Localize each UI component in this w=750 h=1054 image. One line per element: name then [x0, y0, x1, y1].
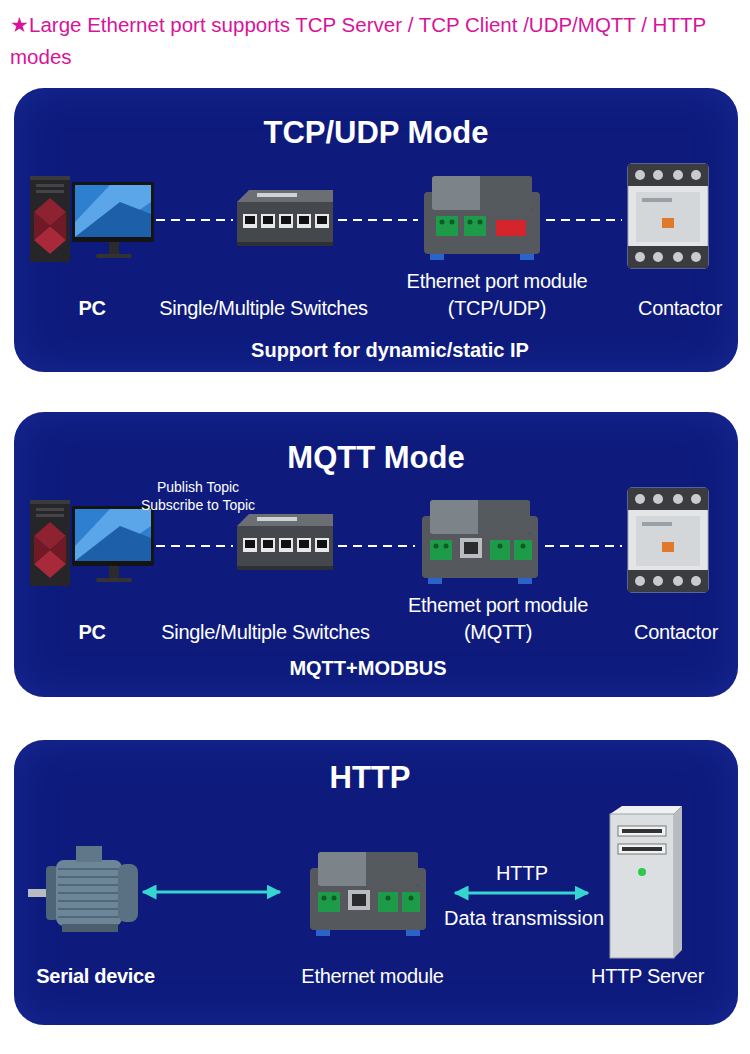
- device-node: Single/Multiple Switches: [233, 162, 338, 322]
- pc-icon: [28, 162, 156, 272]
- device-caption: Contactor: [634, 619, 718, 646]
- module-icon: [416, 486, 544, 596]
- server-icon: [588, 800, 703, 960]
- device-caption: Ethemet port module (MQTT): [391, 592, 606, 646]
- motor-icon: [28, 800, 143, 960]
- edge-label: HTTP: [452, 860, 592, 886]
- panel-heading: TCP/UDP Mode: [126, 115, 626, 151]
- page-title: ★Large Ethernet port supports TCP Server…: [10, 9, 740, 73]
- device-node: Ethemet port module (MQTT): [415, 486, 545, 646]
- panel: TCP/UDP ModeSupport for dynamic/static I…: [14, 88, 738, 372]
- edge-label: Publish Topic Subscribe to Topic: [132, 478, 264, 514]
- device-caption: Single/Multiple Switches: [159, 295, 367, 322]
- panel-heading: MQTT Mode: [126, 440, 626, 476]
- panel: HTTPSerial deviceEthernet moduleHTTP Ser…: [14, 740, 738, 1025]
- contactor-icon: [622, 486, 714, 596]
- device-caption: PC: [78, 619, 105, 646]
- device-node: Contactor: [622, 162, 714, 322]
- device-caption: HTTP Server: [591, 963, 704, 990]
- device-caption: Single/Multiple Switches: [161, 619, 369, 646]
- panel-footer: Support for dynamic/static IP: [140, 337, 640, 363]
- device-caption: Contactor: [638, 295, 722, 322]
- device-caption: Serial device: [36, 963, 154, 990]
- device-node: Contactor: [622, 486, 714, 646]
- device-caption: Ethernet module: [301, 963, 443, 990]
- free-label: Data transmission: [414, 905, 634, 931]
- device-node: Serial device: [28, 800, 143, 990]
- panel-heading: HTTP: [120, 760, 620, 796]
- device-node: Ethernet port module (TCP/UDP): [418, 162, 546, 322]
- device-caption: PC: [78, 295, 105, 322]
- module-icon: [418, 162, 546, 272]
- panel: MQTT ModeMQTT+MODBUS PC Single/Multiple Sw…: [14, 412, 738, 697]
- device-node: PC: [28, 162, 156, 322]
- contactor-icon: [622, 162, 714, 272]
- pc-icon: [28, 486, 156, 596]
- panel-footer: MQTT+MODBUS: [118, 655, 618, 681]
- device-caption: Ethernet port module (TCP/UDP): [395, 268, 600, 322]
- switch-icon: [233, 162, 338, 272]
- device-node: PC: [28, 486, 156, 646]
- device-node: HTTP Server: [588, 800, 703, 990]
- device-node: Ethernet module: [280, 800, 455, 990]
- module-icon: [304, 838, 432, 948]
